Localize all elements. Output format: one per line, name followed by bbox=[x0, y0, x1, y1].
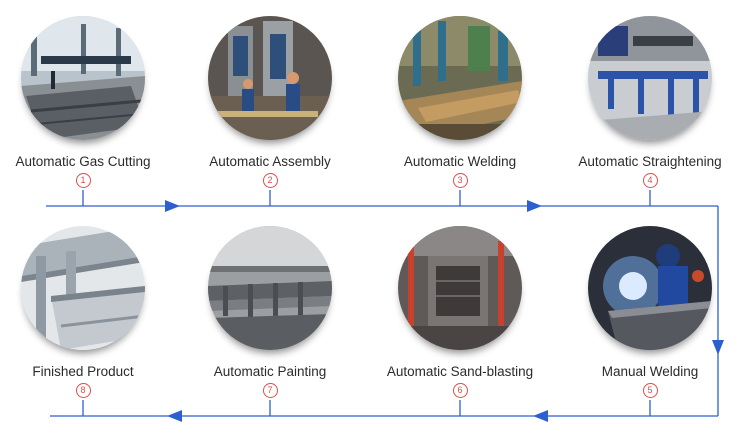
step-manual-welding: Manual Welding 5 bbox=[560, 226, 740, 398]
step-label: Automatic Assembly bbox=[209, 154, 331, 169]
step-label: Automatic Gas Cutting bbox=[15, 154, 151, 169]
step-automatic-sand-blasting: Automatic Sand-blasting 6 bbox=[370, 226, 550, 398]
step-number-badge: 4 bbox=[642, 173, 658, 188]
welding-photo bbox=[398, 16, 522, 140]
manual-welding-photo bbox=[588, 226, 712, 350]
step-label: Automatic Sand-blasting bbox=[386, 364, 534, 379]
step-automatic-welding: Automatic Welding 3 bbox=[370, 16, 550, 188]
arrow-down bbox=[712, 340, 724, 355]
step-label: Automatic Painting bbox=[213, 364, 327, 379]
step-number-badge: 1 bbox=[75, 173, 91, 188]
step-label: Manual Welding bbox=[601, 364, 699, 379]
step-automatic-gas-cutting: Automatic Gas Cutting 1 bbox=[0, 16, 173, 188]
step-label: Automatic Welding bbox=[403, 154, 517, 169]
arrow-left-2 bbox=[167, 410, 182, 422]
step-automatic-painting: Automatic Painting 7 bbox=[180, 226, 360, 398]
step-number-badge: 6 bbox=[452, 383, 468, 398]
sandblasting-photo bbox=[398, 226, 522, 350]
step-number-badge: 7 bbox=[262, 383, 278, 398]
straightening-photo bbox=[588, 16, 712, 140]
step-label: Finished Product bbox=[32, 364, 134, 379]
assembly-photo bbox=[208, 16, 332, 140]
gas-cutting-photo bbox=[21, 16, 145, 140]
step-number-badge: 2 bbox=[262, 173, 278, 188]
step-number-badge: 3 bbox=[452, 173, 468, 188]
step-automatic-assembly: Automatic Assembly 2 bbox=[180, 16, 360, 188]
arrow-left-1 bbox=[533, 410, 548, 422]
step-label: Automatic Straightening bbox=[578, 154, 722, 169]
finished-product-photo bbox=[21, 226, 145, 350]
arrow-right-2 bbox=[527, 200, 542, 212]
step-number-badge: 8 bbox=[75, 383, 91, 398]
painting-photo bbox=[208, 226, 332, 350]
step-number-badge: 5 bbox=[642, 383, 658, 398]
step-finished-product: Finished Product 8 bbox=[0, 226, 173, 398]
arrow-right-1 bbox=[165, 200, 180, 212]
step-automatic-straightening: Automatic Straightening 4 bbox=[560, 16, 740, 188]
